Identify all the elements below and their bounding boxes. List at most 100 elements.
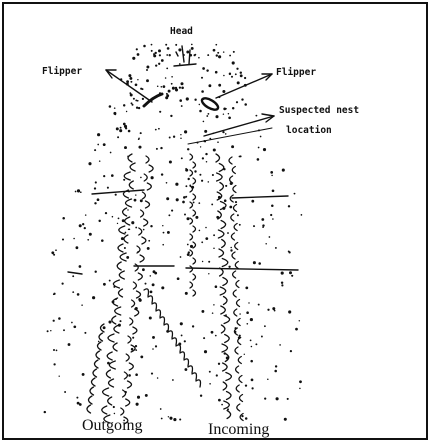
sand-dot xyxy=(82,373,85,376)
sand-dot xyxy=(180,137,182,139)
sand-dot xyxy=(101,239,104,242)
flipper-mark xyxy=(221,306,226,314)
sand-dot xyxy=(112,300,115,303)
sand-dot xyxy=(229,206,232,209)
flipper-mark xyxy=(236,281,239,288)
sand-dot xyxy=(230,182,233,185)
sand-dot xyxy=(291,275,293,277)
sand-dot xyxy=(119,129,122,132)
sand-dot xyxy=(200,395,202,397)
flipper-marks xyxy=(87,154,243,424)
sand-dot xyxy=(206,115,208,117)
sand-dot xyxy=(230,247,232,249)
sand-dot xyxy=(137,79,138,80)
flipper-mark xyxy=(160,317,165,324)
sand-dot xyxy=(132,337,134,339)
sand-dot xyxy=(239,335,241,337)
sand-dot xyxy=(62,217,65,220)
sand-dot xyxy=(263,148,266,151)
flipper-mark xyxy=(141,210,144,217)
sand-dot xyxy=(146,69,148,71)
flipper-mark xyxy=(223,382,227,390)
flipper-mark xyxy=(193,290,196,296)
sand-dot xyxy=(81,304,83,306)
sand-dot xyxy=(265,243,267,245)
sand-dot xyxy=(251,200,254,203)
sand-dot xyxy=(155,345,157,347)
sand-dot xyxy=(79,224,82,227)
sand-dot xyxy=(103,175,105,177)
sand-dot xyxy=(288,250,290,252)
sand-dot xyxy=(184,130,187,133)
sand-dot xyxy=(267,309,269,311)
sand-dot xyxy=(301,214,303,216)
sand-dot xyxy=(136,403,139,406)
sand-dot xyxy=(224,352,226,354)
sand-dot xyxy=(137,396,140,399)
sand-dot xyxy=(236,68,238,70)
sand-dot xyxy=(222,131,224,133)
flipper-mark xyxy=(221,221,226,229)
sand-dot xyxy=(275,247,277,249)
sand-dot xyxy=(146,66,149,69)
sand-dot xyxy=(271,204,274,207)
flipper-mark xyxy=(119,226,125,234)
sand-dot xyxy=(186,97,189,100)
sand-dot xyxy=(59,376,60,377)
sand-dot xyxy=(132,104,134,106)
sand-dot xyxy=(138,146,141,149)
sand-dot xyxy=(209,383,211,385)
flipper-mark xyxy=(193,226,196,232)
sand-dot xyxy=(80,191,82,193)
sand-dot xyxy=(204,141,206,143)
sand-dot xyxy=(228,116,231,119)
sand-dot xyxy=(156,148,158,150)
sand-dot xyxy=(225,108,227,110)
sand-dot xyxy=(258,262,261,265)
flipper-mark xyxy=(219,164,224,172)
flipper-mark xyxy=(144,289,149,296)
sand-dot xyxy=(150,275,152,277)
flipper-mark xyxy=(102,406,107,414)
sand-dot xyxy=(270,214,272,216)
sand-dot xyxy=(221,404,223,406)
sand-dot xyxy=(136,48,138,50)
sand-dot xyxy=(88,162,91,165)
sand-dot xyxy=(205,227,207,229)
sand-dot xyxy=(161,286,164,289)
sand-dot xyxy=(120,78,122,80)
sand-dot xyxy=(169,417,172,420)
sand-dot xyxy=(145,283,147,285)
sand-dot xyxy=(240,72,242,74)
sand-dot xyxy=(224,199,227,202)
sand-dot xyxy=(213,132,215,134)
sand-dot xyxy=(178,48,181,51)
sand-dot xyxy=(235,73,237,75)
sand-dot xyxy=(155,64,157,66)
flipper-mark xyxy=(144,219,148,226)
sand-dot xyxy=(135,83,138,86)
sand-dot xyxy=(124,247,126,249)
sand-dot xyxy=(98,341,100,343)
flipper-mark xyxy=(219,249,224,257)
sand-dot xyxy=(62,283,64,285)
sand-dot xyxy=(276,397,279,400)
sand-dot xyxy=(114,413,115,414)
sand-dot xyxy=(76,246,79,249)
flipper-mark xyxy=(117,262,121,270)
flipper-mark xyxy=(237,300,240,307)
flipper-mark xyxy=(95,360,99,368)
sand-dot xyxy=(181,334,183,336)
sand-dot xyxy=(107,362,110,365)
flipper-mark xyxy=(115,307,121,315)
sand-dot xyxy=(178,343,181,346)
flipper-mark xyxy=(108,397,112,405)
flipper-mark xyxy=(234,224,237,231)
sand-dot xyxy=(84,227,86,229)
sand-dot xyxy=(179,99,182,102)
flipper-mark xyxy=(89,396,93,404)
sand-dot xyxy=(94,202,96,204)
flipper-mark xyxy=(192,373,197,380)
sand-dot xyxy=(209,371,211,373)
sand-dot xyxy=(206,161,208,163)
